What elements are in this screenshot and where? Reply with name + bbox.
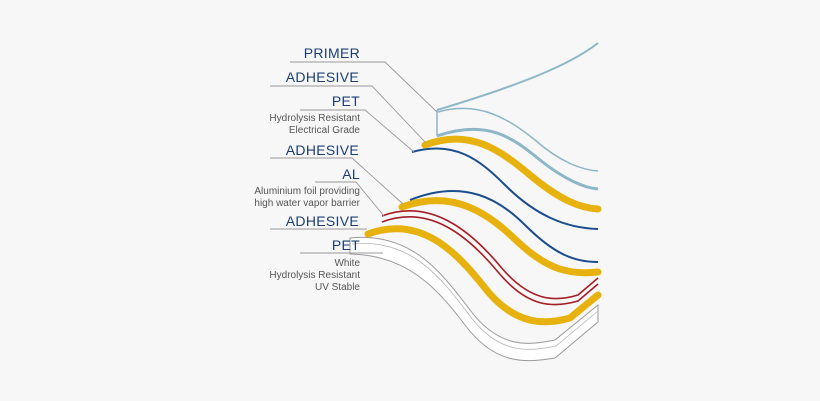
desc-pet-2: White Hydrolysis Resistant UV Stable [269, 258, 360, 294]
desc-pet-1: Hydrolysis Resistant Electrical Grade [269, 113, 360, 137]
aluminium-layer [381, 210, 599, 306]
adhesive-layer-2 [398, 197, 602, 277]
desc-al-line-2: high water vapor barrier [254, 198, 360, 209]
primer-curve-inner [437, 107, 599, 172]
desc-pet-2-line-2: Hydrolysis Resistant [269, 270, 360, 281]
pet-blue-layer [409, 147, 599, 263]
adhesive-layer-1 [421, 135, 602, 213]
leader-adhesive-2 [270, 157, 404, 205]
label-adhesive-3: ADHESIVE [285, 213, 359, 229]
pet-white-body [349, 236, 599, 362]
label-pet-2: PET [331, 237, 360, 253]
label-adhesive-1: ADHESIVE [285, 69, 359, 85]
desc-al: Aluminium foil providing high water vapo… [254, 186, 360, 210]
aluminium-line-top [381, 210, 599, 300]
pet-white-inner-line [351, 242, 599, 350]
desc-pet-1-line-1: Hydrolysis Resistant [269, 113, 360, 124]
leader-al [315, 181, 385, 217]
leader-lines [270, 61, 438, 254]
primer-top-line [436, 42, 599, 111]
label-pet-1: PET [331, 93, 360, 109]
label-primer: PRIMER [303, 45, 360, 61]
primer-layer [436, 42, 599, 191]
leader-primer [290, 61, 438, 113]
pet-white-layer [349, 236, 599, 362]
desc-pet-1-line-2: Electrical Grade [288, 125, 360, 136]
desc-al-line-1: Aluminium foil providing [254, 186, 360, 197]
desc-pet-2-line-3: UV Stable [314, 282, 360, 293]
adhesive-layer-3 [364, 225, 602, 326]
leader-adhesive-1 [270, 85, 427, 144]
desc-pet-2-line-1: White [334, 258, 360, 269]
label-al: AL [342, 166, 360, 182]
primer-curve [436, 127, 599, 191]
label-adhesive-2: ADHESIVE [285, 142, 359, 158]
aluminium-line-bottom [381, 216, 599, 306]
leader-pet-1 [300, 109, 415, 153]
